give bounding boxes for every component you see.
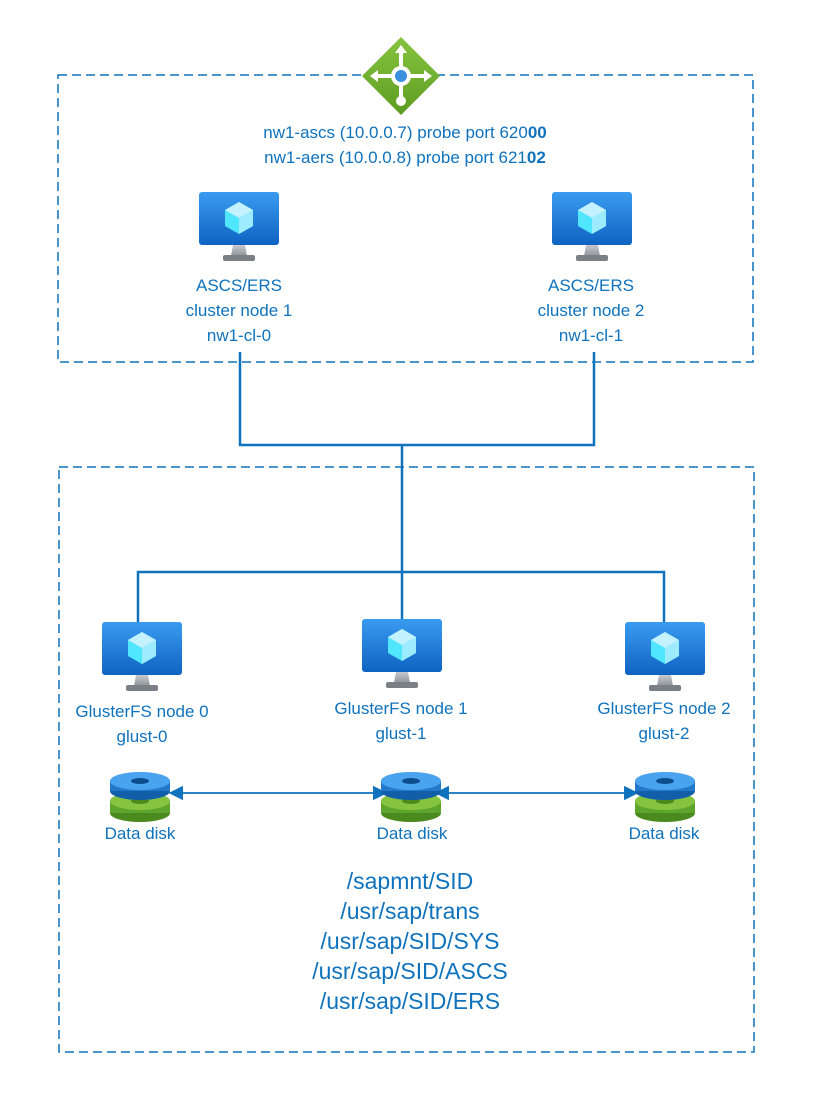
path-item: /usr/sap/trans [340, 898, 480, 924]
glusterfs-node-2-label: GlusterFS node 2 glust-2 [597, 699, 731, 743]
glusterfs-boundary [58, 466, 755, 1053]
glusterfs-node-0-icon [102, 622, 182, 691]
cluster-boundary [57, 74, 754, 363]
data-disk-1-label: Data disk [376, 824, 448, 843]
shared-paths: /sapmnt/SID /usr/sap/trans /usr/sap/SID/… [260, 866, 560, 1016]
data-disk-2-label: Data disk [628, 824, 700, 843]
path-item: /usr/sap/SID/ERS [319, 988, 501, 1014]
network-connectors [136, 352, 666, 622]
path-item: /sapmnt/SID [346, 868, 474, 894]
cluster-node-2-label: ASCS/ERS cluster node 2 nw1-cl-1 [537, 276, 645, 345]
load-balancer-icon [362, 37, 440, 115]
path-item: /usr/sap/SID/SYS [320, 928, 500, 954]
cluster-node-2-icon [552, 192, 632, 261]
load-balancer-probes: nw1-ascs (10.0.0.7) probe port 62000 nw1… [160, 120, 650, 170]
data-disk-2-icon [635, 772, 695, 822]
cluster-node-1-icon [199, 192, 279, 261]
path-item: /usr/sap/SID/ASCS [312, 958, 508, 984]
data-disk-0-label: Data disk [104, 824, 176, 843]
probe-line-ascs: nw1-ascs (10.0.0.7) probe port 62000 [263, 123, 547, 142]
glusterfs-node-2-icon [625, 622, 705, 691]
data-disk-0-icon [110, 772, 170, 822]
data-disk-1-icon [381, 772, 441, 822]
glusterfs-node-0-label: GlusterFS node 0 glust-0 [75, 702, 209, 746]
probe-line-aers: nw1-aers (10.0.0.8) probe port 62102 [264, 148, 546, 167]
glusterfs-node-1-icon [362, 619, 442, 688]
cluster-node-1-label: ASCS/ERS cluster node 1 nw1-cl-0 [185, 276, 293, 345]
glusterfs-node-1-label: GlusterFS node 1 glust-1 [334, 699, 468, 743]
